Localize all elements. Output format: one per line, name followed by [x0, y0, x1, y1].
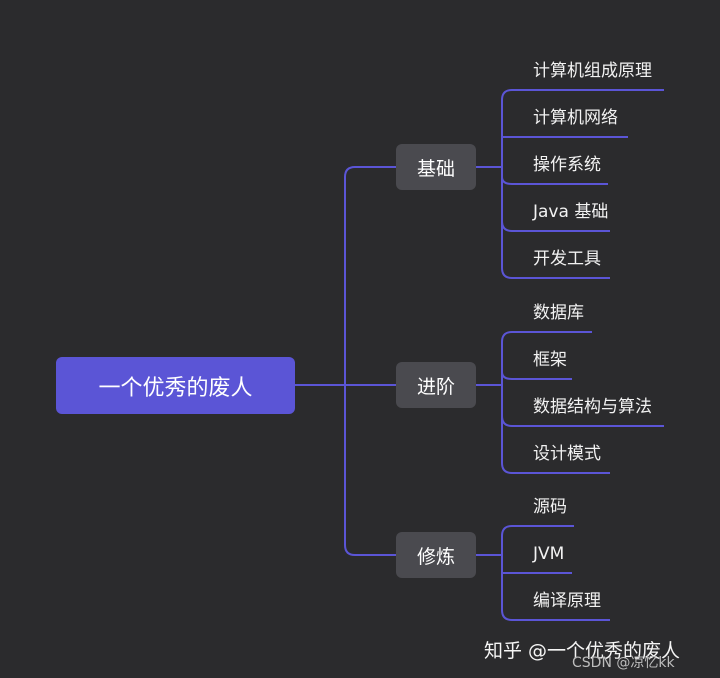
- root-node[interactable]: 一个优秀的废人: [56, 357, 295, 414]
- leaf-node[interactable]: 框架: [533, 350, 567, 370]
- leaf-node[interactable]: 数据结构与算法: [533, 397, 652, 417]
- leaf-node[interactable]: Java 基础: [533, 202, 609, 222]
- zhihu-watermark: 知乎 @一个优秀的废人: [484, 640, 681, 662]
- leaf-node[interactable]: 计算机组成原理: [533, 61, 652, 81]
- leaf-node[interactable]: 开发工具: [533, 249, 601, 269]
- leaf-node[interactable]: JVM: [533, 544, 565, 564]
- leaf-node[interactable]: 数据库: [533, 303, 584, 323]
- leaf-node[interactable]: 编译原理: [533, 591, 601, 611]
- leaf-node[interactable]: 操作系统: [533, 155, 601, 175]
- branch-node-advanced[interactable]: 进阶: [396, 362, 476, 408]
- branch-node-practice[interactable]: 修炼: [396, 532, 476, 578]
- leaf-node[interactable]: 设计模式: [533, 444, 601, 464]
- leaf-node[interactable]: 源码: [533, 497, 567, 517]
- csdn-watermark: CSDN @凉忆kk: [572, 655, 675, 671]
- leaf-node[interactable]: 计算机网络: [533, 108, 618, 128]
- branch-node-basics[interactable]: 基础: [396, 144, 476, 190]
